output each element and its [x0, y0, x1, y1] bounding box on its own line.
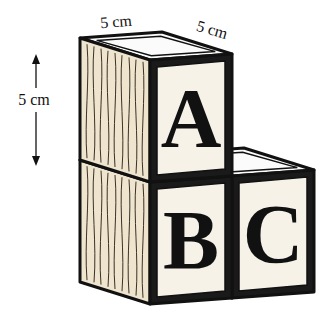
wood-grain: [93, 168, 95, 282]
block-a: [80, 32, 232, 182]
block-letter: A: [161, 77, 222, 161]
wood-grain: [121, 177, 123, 291]
wood-grain: [114, 175, 116, 289]
block-wood-side: [80, 160, 150, 304]
block-front-frame: [232, 170, 314, 298]
wood-grain: [107, 51, 109, 165]
wood-grain: [86, 166, 88, 280]
wood-grain: [135, 182, 137, 296]
wood-grain: [114, 53, 116, 167]
dimension-label: 5 cm: [16, 92, 52, 108]
block-front-frame: [150, 176, 232, 304]
block-front-frame: [150, 54, 232, 182]
dimension-label: 5 cm: [98, 12, 135, 31]
wood-grain: [121, 55, 123, 169]
wood-grain: [142, 62, 144, 176]
dimension-label: 5 cm: [193, 17, 232, 42]
wood-grain: [93, 46, 95, 160]
wood-grain: [100, 171, 102, 285]
block-letter: B: [163, 199, 219, 283]
dimension-arrow: [32, 54, 40, 166]
wood-grain: [100, 49, 102, 163]
wood-grain: [128, 179, 130, 293]
block-wood-side: [80, 38, 150, 182]
wood-grain: [135, 60, 137, 174]
wood-grain: [128, 57, 130, 171]
wood-grain: [107, 173, 109, 287]
wood-grain: [86, 44, 88, 158]
block-front-panel: [239, 177, 307, 291]
block-front-panel: [157, 61, 225, 175]
wood-grain: [142, 184, 144, 298]
block-front-panel: [157, 183, 225, 297]
block-letter: C: [243, 193, 304, 277]
